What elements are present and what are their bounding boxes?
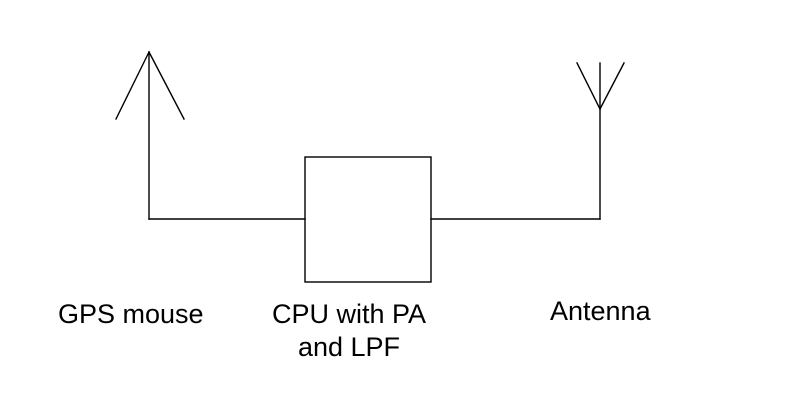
antenna-icon	[576, 62, 625, 220]
cpu-block	[304, 156, 432, 283]
cpu-label: CPU with PA and LPF	[272, 298, 426, 364]
gps-mouse-label: GPS mouse	[58, 299, 204, 329]
cpu-label-line-1: CPU with PA	[272, 299, 427, 329]
cpu-label-line-2: and LPF	[297, 332, 401, 362]
gps-antenna-icon	[115, 51, 185, 220]
antenna-label: Antenna	[550, 296, 651, 326]
